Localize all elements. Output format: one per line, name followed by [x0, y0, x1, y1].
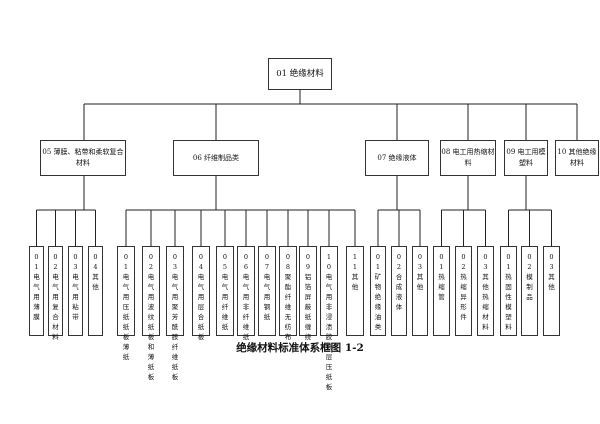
leaf-node: 10电气用非浸渍胶纸层压纸板 — [320, 246, 338, 391]
leaf-node: 03电气用聚芳酰胺纤维纸板 — [166, 246, 184, 381]
leaf-node: 01热固性模塑料 — [500, 246, 517, 336]
leaf-node: 01电气用薄膜 — [29, 246, 44, 336]
group-node: 10 其他绝缘材料 — [555, 140, 599, 176]
leaf-node: 01矿物绝缘油类 — [370, 246, 386, 336]
leaf-node: 03其他 — [543, 246, 560, 336]
leaf-node: 06电气用非纤维纸 — [237, 246, 255, 341]
leaf-node: 02电气用波纹纸板和薄纸板 — [142, 246, 160, 381]
leaf-node: 01电气用压纸纸板薄纸 — [117, 246, 135, 361]
root-node: 01 绝缘材料 — [268, 58, 332, 90]
leaf-node: 09铝箔屏蔽纸缠绕 — [299, 246, 317, 341]
leaf-node: 04其他 — [88, 246, 103, 336]
diagram-caption: 绝缘材料标准体系框图 1-2 — [236, 342, 364, 354]
leaf-node: 02合成液体 — [391, 246, 407, 336]
leaf-node: 03其他 — [412, 246, 428, 336]
leaf-node: 03电气用粘带 — [68, 246, 83, 336]
leaf-node: 11其他 — [346, 246, 364, 336]
leaf-node: 08聚酯纤维无纺布 — [279, 246, 297, 341]
leaf-node: 03其他热缩材料 — [477, 246, 494, 336]
group-node: 06 纤维制品类 — [173, 140, 259, 176]
group-node: 07 绝缘液体 — [365, 140, 429, 176]
leaf-node: 04电气用层合纸板 — [192, 246, 210, 341]
group-node: 08 电工用热缩材料 — [440, 140, 496, 176]
leaf-node: 02热缩异形件 — [455, 246, 472, 336]
leaf-node: 02模制品 — [521, 246, 538, 336]
group-node: 05 薄膜、粘带和柔软复合材料 — [40, 140, 126, 176]
leaf-node: 02电气用复合材料 — [48, 246, 63, 341]
leaf-node: 05电气用纤维纸 — [216, 246, 234, 336]
leaf-node: 07电气用钢纸 — [258, 246, 276, 336]
group-node: 09 电工用模塑料 — [504, 140, 548, 176]
leaf-node: 01热缩管 — [433, 246, 450, 336]
